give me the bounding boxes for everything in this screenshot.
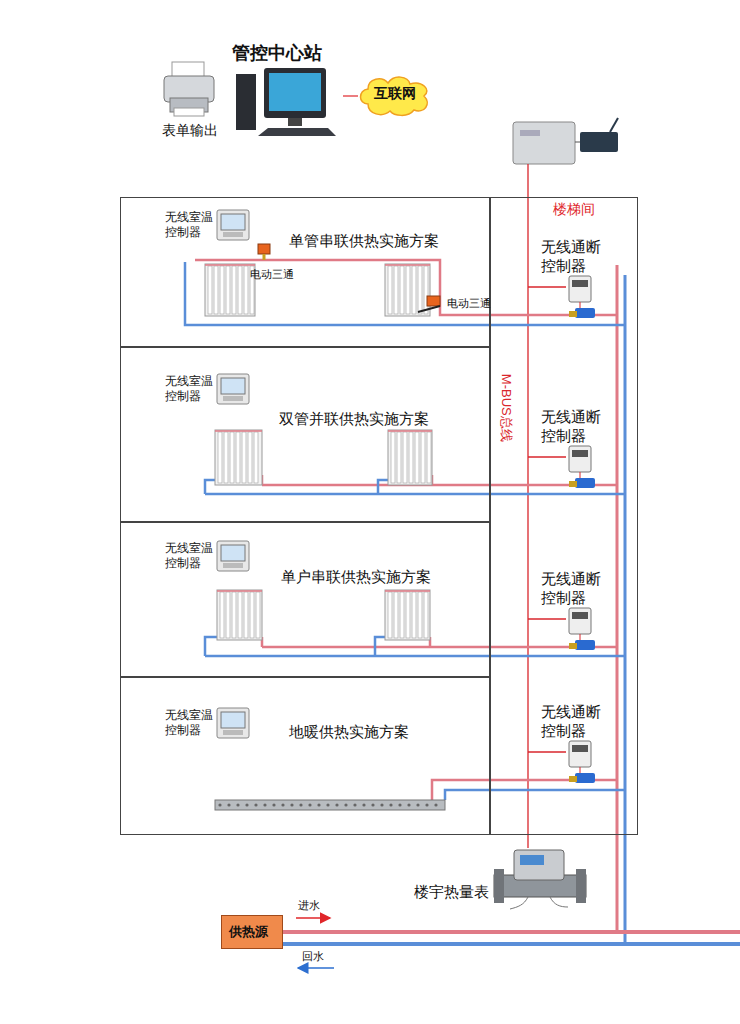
three-way-valve: [258, 244, 270, 260]
ctrl-node: 无线通断控制器: [541, 408, 626, 494]
pipe-label: 电动三通: [250, 268, 294, 281]
cloud-text: 互联网: [358, 85, 432, 103]
radiator: [388, 430, 432, 485]
pipe-label: 回水: [302, 950, 324, 963]
link-wire: [575, 142, 580, 143]
therm-text: 无线室温控制器: [165, 708, 217, 738]
radiator: [215, 430, 262, 485]
stair-node: 无线通断控制器无线通断控制器无线通断控制器无线通断控制器 楼梯间: [490, 197, 638, 835]
radiator: [385, 264, 430, 316]
bus-label: M-BUS总线: [498, 372, 514, 444]
gprs-router: [580, 132, 618, 152]
pipe-label: 电动三通: [447, 297, 491, 310]
heat-meter-icon: [410, 845, 590, 913]
therm-node: 无线室温控制器: [163, 208, 255, 248]
pipe-label: 进水: [298, 899, 320, 912]
main-pipes: [273, 932, 740, 944]
meter-text: 楼宇热量表: [414, 883, 489, 902]
network-link: [343, 95, 358, 96]
ctrl-text: 无线通断控制器: [541, 570, 606, 608]
printer-text: 表单输出: [162, 122, 218, 140]
ctrl-node: 无线通断控制器: [541, 703, 626, 789]
computer-node: 管控中心站: [228, 40, 343, 140]
ctrl-text: 无线通断控制器: [541, 408, 606, 446]
room-node: 无线室温控制器单管串联供热实施方案: [120, 197, 490, 347]
room-pipes: [185, 260, 625, 800]
therm-node: 无线室温控制器: [163, 372, 255, 412]
room-node: 无线室温控制器单户串联供热实施方案: [120, 522, 490, 677]
source-text: 供热源: [222, 924, 274, 940]
ctrl-node: 无线通断控制器: [541, 570, 626, 656]
radiators: [205, 264, 432, 640]
ctrl-text: 无线通断控制器: [541, 703, 606, 741]
meter-node: 楼宇热量表: [410, 845, 590, 913]
stair-text: 楼梯间: [553, 201, 595, 219]
cloud-node: 互联网: [358, 74, 436, 116]
therm-text: 无线室温控制器: [165, 541, 217, 571]
therm-text: 无线室温控制器: [165, 374, 217, 404]
radiator: [217, 590, 262, 640]
three-way-valve: [418, 296, 440, 312]
supply-arrow: [296, 917, 330, 919]
router-antenna: [610, 118, 618, 132]
radiator: [205, 264, 255, 316]
room-node: 无线室温控制器双管并联供热实施方案: [120, 347, 490, 522]
room-node: 无线室温控制器地暖供热实施方案: [120, 677, 490, 835]
computer-text: 管控中心站: [232, 42, 322, 65]
riser-pipes: [617, 265, 625, 944]
concentrator-detail: [520, 130, 540, 136]
ctrl-text: 无线通断控制器: [541, 238, 606, 276]
therm-node: 无线室温控制器: [163, 706, 255, 746]
room-text: 地暖供热实施方案: [289, 723, 409, 742]
return-arrow: [298, 967, 334, 969]
ctrl-node: 无线通断控制器: [541, 238, 626, 324]
coil-texture: [218, 803, 437, 806]
floor-heating-coil: [215, 800, 445, 810]
room-text: 单户串联供热实施方案: [281, 568, 431, 587]
room-text: 双管并联供热实施方案: [279, 410, 429, 429]
therm-text: 无线室温控制器: [165, 210, 217, 240]
room-text: 单管串联供热实施方案: [289, 232, 439, 251]
source-node: 供热源: [221, 915, 283, 949]
printer-node: 表单输出: [158, 58, 228, 144]
radiator: [385, 590, 430, 640]
concentrator: [513, 122, 575, 164]
therm-node: 无线室温控制器: [163, 539, 255, 579]
